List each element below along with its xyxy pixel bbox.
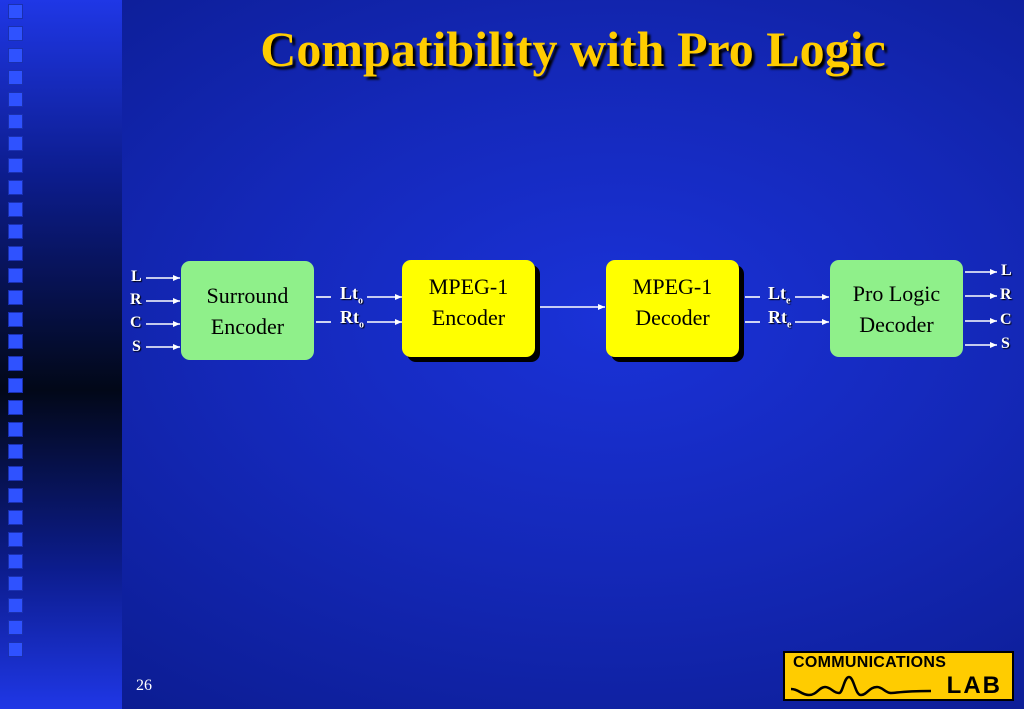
link-label-rto: Rto xyxy=(340,307,364,331)
bullet-square xyxy=(8,532,23,547)
bullet-square xyxy=(8,70,23,85)
link-label-rte: Rte xyxy=(768,307,791,331)
bullet-square xyxy=(8,48,23,63)
rto-text: Rt xyxy=(340,307,359,327)
bullet-square xyxy=(8,356,23,371)
bullet-square xyxy=(8,92,23,107)
left-decorative-bar xyxy=(0,0,122,709)
surround-encoder-line2: Encoder xyxy=(210,313,285,339)
square-column xyxy=(8,4,26,709)
bullet-square xyxy=(8,114,23,129)
bullet-square xyxy=(8,158,23,173)
bullet-square xyxy=(8,576,23,591)
bullet-square xyxy=(8,620,23,635)
mpeg-decoder-line1: MPEG-1 xyxy=(632,273,713,299)
bullet-square xyxy=(8,334,23,349)
mpeg-encoder-line2: Encoder xyxy=(431,304,506,330)
input-label-c: C xyxy=(130,314,142,331)
bullet-square xyxy=(8,466,23,481)
lte-subscript: e xyxy=(786,295,791,307)
lto-subscript: o xyxy=(358,295,363,307)
bullet-square xyxy=(8,290,23,305)
link-label-lto: Lto xyxy=(340,283,363,307)
output-label-c: C xyxy=(1000,311,1012,328)
output-label-l: L xyxy=(1001,262,1012,279)
input-label-r: R xyxy=(130,291,142,308)
bullet-square xyxy=(8,202,23,217)
output-label-r: R xyxy=(1000,286,1012,303)
bullet-square xyxy=(8,312,23,327)
slide-title: Compatibility with Pro Logic xyxy=(260,21,886,77)
bullet-square xyxy=(8,400,23,415)
link-label-lte: Lte xyxy=(768,283,790,307)
bullet-square xyxy=(8,422,23,437)
bullet-square xyxy=(8,268,23,283)
bullet-square xyxy=(8,554,23,569)
bullet-square xyxy=(8,444,23,459)
bullet-square xyxy=(8,488,23,503)
bullet-square xyxy=(8,642,23,657)
rte-text: Rt xyxy=(768,307,787,327)
rte-subscript: e xyxy=(787,319,792,331)
page-number: 26 xyxy=(136,677,152,694)
output-label-s: S xyxy=(1001,335,1010,352)
lte-text: Lt xyxy=(768,283,786,303)
bullet-square xyxy=(8,378,23,393)
lto-text: Lt xyxy=(340,283,358,303)
rto-subscript: o xyxy=(359,319,364,331)
input-label-s: S xyxy=(132,338,141,355)
bullet-square xyxy=(8,26,23,41)
wave-icon xyxy=(791,675,931,697)
bullet-square xyxy=(8,4,23,19)
decoded-link-arrows xyxy=(745,294,829,325)
bullet-square xyxy=(8,246,23,261)
input-arrows xyxy=(146,275,180,350)
mpeg-encoder-line1: MPEG-1 xyxy=(428,273,509,299)
input-label-l: L xyxy=(131,268,142,285)
surround-encoder-line1: Surround xyxy=(206,282,289,308)
logo-line1: COMMUNICATIONS xyxy=(793,654,947,671)
bullet-square xyxy=(8,224,23,239)
encoded-link-arrows xyxy=(316,294,402,325)
communications-lab-logo: COMMUNICATIONS LAB xyxy=(783,651,1014,701)
bullet-square xyxy=(8,510,23,525)
mpeg-decoder-line2: Decoder xyxy=(635,304,710,330)
pro-logic-line2: Decoder xyxy=(859,311,934,337)
bullet-square xyxy=(8,136,23,151)
logo-line2: LAB xyxy=(946,672,1002,699)
output-arrows xyxy=(965,269,997,348)
bullet-square xyxy=(8,598,23,613)
pro-logic-line1: Pro Logic xyxy=(852,280,941,306)
bullet-square xyxy=(8,180,23,195)
